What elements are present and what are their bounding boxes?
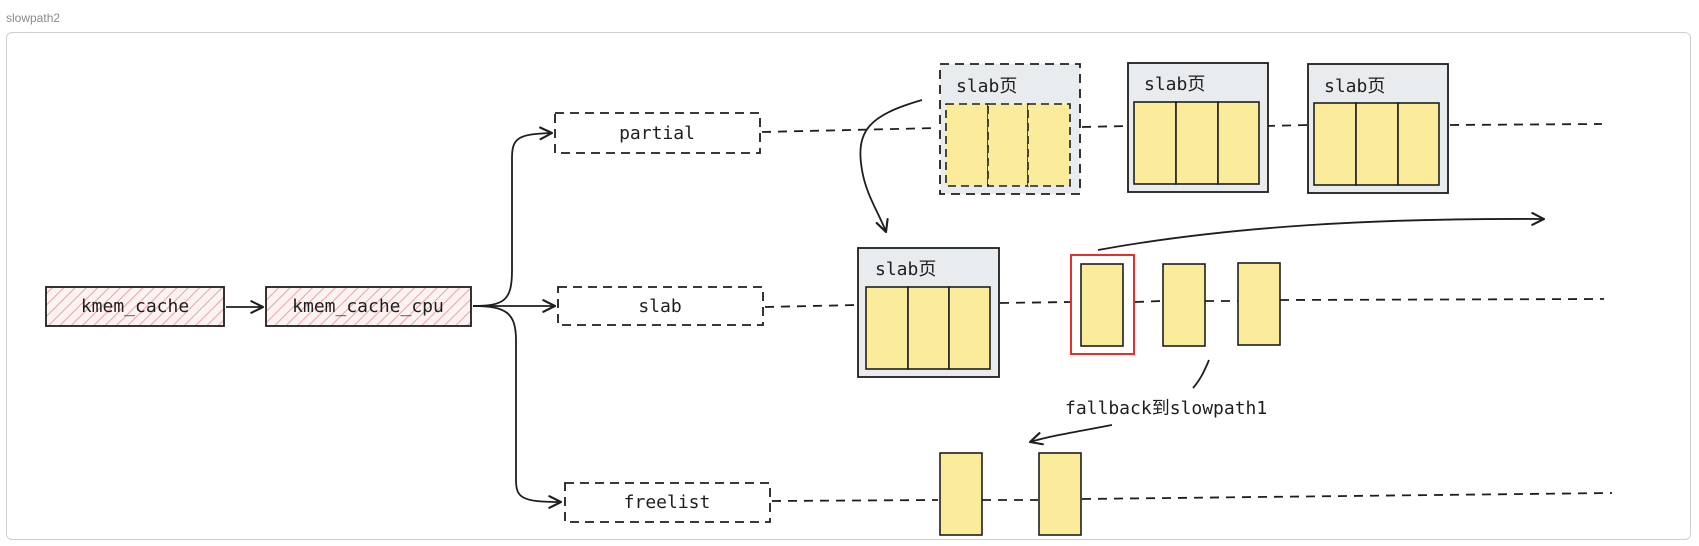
freelist-object [939, 452, 983, 536]
current-slab-page: slab页 [857, 247, 1000, 378]
partial-slab-page-1: slab页 [939, 63, 1081, 195]
object-block [1133, 101, 1177, 185]
partial-list-line-2 [1081, 125, 1129, 128]
object-block [1355, 102, 1399, 186]
freelist-line-1 [771, 499, 939, 502]
current-slab-page-label: slab页 [875, 259, 936, 280]
partial-slab-page-3: slab页 [1307, 63, 1449, 194]
freelist-label: freelist [624, 492, 711, 513]
slab-node: slab [557, 286, 764, 326]
freelist-object [1038, 452, 1082, 536]
object-block [948, 286, 991, 370]
kmem-cache-label: kmem_cache [81, 296, 189, 317]
freelist-node: freelist [564, 482, 771, 523]
slab-free-object [1237, 262, 1281, 346]
partial-slab-page-3-label: slab页 [1324, 76, 1385, 97]
arrow-advance-freelist [1097, 212, 1546, 251]
partial-list-line-4 [1449, 123, 1603, 126]
slab-list-line-5 [1279, 298, 1605, 301]
kmem-cache-cpu-label: kmem_cache_cpu [292, 296, 444, 317]
partial-slab-page-1-label: slab页 [956, 76, 1017, 97]
slab-label: slab [638, 296, 681, 317]
object-block [945, 103, 989, 187]
highlighted-object-outline [1070, 254, 1135, 355]
partial-slab-page-2-label: slab页 [1144, 74, 1205, 95]
partial-node: partial [554, 112, 761, 154]
arrow-cpu-to-partial [472, 126, 554, 307]
arrow-partial-to-slab-page [859, 99, 923, 234]
slab-list-line-3 [1134, 300, 1163, 303]
diagram-frame [6, 32, 1691, 540]
slab-free-object [1080, 263, 1124, 347]
slab-list-line-1 [764, 304, 858, 308]
slab-free-object [1162, 263, 1206, 347]
object-block [907, 286, 950, 370]
object-block [1027, 103, 1071, 187]
object-block [1313, 102, 1357, 186]
freelist-line-3 [1081, 492, 1613, 500]
object-block [987, 103, 1029, 187]
fallback-annotation: fallback到slowpath1 [1065, 398, 1267, 419]
partial-list-line-3 [1265, 124, 1309, 127]
object-block [1397, 102, 1440, 186]
frame-title: slowpath2 [6, 11, 61, 25]
partial-list-line-1 [761, 127, 939, 133]
object-block [1217, 101, 1260, 185]
slab-list-line-2 [999, 301, 1071, 304]
arrow-fallback [1028, 424, 1113, 446]
kmem-cache-node: kmem_cache [45, 286, 225, 327]
partial-slab-page-2: slab页 [1127, 62, 1269, 193]
object-block [1175, 101, 1219, 185]
object-block [865, 286, 909, 370]
arrow-cpu-to-freelist [472, 305, 563, 509]
list-lines [761, 123, 1613, 502]
annotation-connector [1192, 359, 1210, 389]
kmem-cache-cpu-node: kmem_cache_cpu [265, 286, 472, 327]
partial-label: partial [619, 123, 695, 144]
